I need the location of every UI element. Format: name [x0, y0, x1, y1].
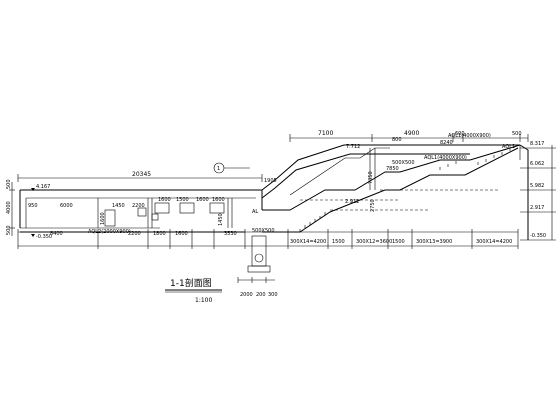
bottom-dimension-line: 8400 2200 1800 1600 3530 300X14=4200 150… [17, 229, 519, 249]
left-dim-500b: 500 [6, 225, 12, 235]
inner-dim-1450b: 1450 [218, 213, 224, 226]
bot-dim-300x12: 300X12=3600 [356, 239, 392, 245]
bot-dim-8400: 8400 [50, 231, 63, 237]
label-200: 200 [256, 292, 266, 298]
label-2750: 2750 [370, 199, 376, 212]
inner-dim-1600b: 1600 [196, 197, 209, 203]
label-7850: 7850 [386, 166, 399, 172]
stair-structure [237, 144, 529, 283]
elev-2912: 2.912 [345, 199, 359, 205]
left-elevations: 4.167 -0.350 [31, 184, 52, 240]
label-2000: 2000 [240, 292, 253, 298]
left-dim-4000: 4000 [6, 201, 12, 214]
label-beam1: 500X500 [392, 160, 415, 166]
bot-dim-300x14a: 300X14=4200 [290, 239, 326, 245]
drawing-title: 1-1剖面图 1:100 [165, 277, 222, 304]
bot-dim-1800: 1800 [153, 231, 166, 237]
inner-dim-1500: 1500 [176, 197, 189, 203]
title-text: 1-1剖面图 [170, 277, 212, 289]
left-span-dimension: 20345 [17, 171, 263, 182]
bot-dim-3530: 3530 [224, 231, 237, 237]
label-al: AL [252, 209, 258, 215]
top-dim-500: 500 [512, 131, 522, 137]
stair-labels: AQL1 AQL1(4000X900) AQL1(4000X900) 7.712… [240, 133, 515, 298]
elev-8317: 8.317 [530, 141, 544, 147]
bot-dim-300x14b: 300X14=4200 [476, 239, 512, 245]
elev-right-low: -0.350 [530, 233, 546, 239]
section-marker: 1 [213, 162, 250, 174]
left-vertical-dimensions: 500 4000 500 [6, 179, 15, 236]
top-dim-7100: 7100 [318, 130, 333, 137]
label-aql1-right: AQL1 [502, 144, 515, 150]
bot-dim-300x13: 300X13=3900 [416, 239, 452, 245]
elev-5982: 5.982 [530, 183, 544, 189]
label-800: 800 [392, 137, 402, 143]
building-section: 6000 1450 2200 1600 1500 1600 1600 950 1… [19, 189, 263, 235]
elev-4167: 4.167 [36, 184, 50, 190]
elev-7712: 7.712 [346, 144, 360, 150]
inner-dim-1600d: 1600 [100, 212, 106, 225]
section-mark-1: 1 [217, 166, 220, 172]
scale-text: 1:100 [195, 297, 212, 304]
inner-dim-950: 950 [28, 203, 38, 209]
inner-dim-1600c: 1600 [212, 197, 225, 203]
label-aql1-top: AQL1(4000X900) [448, 133, 491, 139]
bot-dim-1500b: 1500 [392, 239, 405, 245]
right-elevations: 8.317 6.062 5.982 2.917 -0.350 [520, 141, 556, 241]
top-dimension-line: 7100 4900 600 500 [289, 130, 529, 142]
bot-dim-1500a: 1500 [332, 239, 345, 245]
left-dim-500a: 500 [6, 179, 12, 189]
top-dim-4900: 4900 [404, 130, 419, 137]
label-door-1905: 1905 [264, 178, 277, 184]
inner-dim-6000: 6000 [60, 203, 73, 209]
label-beam2: 500X500 [252, 228, 275, 234]
inner-dim-1450: 1450 [112, 203, 125, 209]
inner-dim-2200: 2200 [132, 203, 145, 209]
elev-left-bot: -0.350 [36, 234, 52, 240]
top-dim-600: 600 [455, 131, 465, 137]
bot-dim-2200: 2200 [128, 231, 141, 237]
inner-dim-1600a: 1600 [158, 197, 171, 203]
label-300: 300 [268, 292, 278, 298]
elev-6062: 6.062 [530, 161, 544, 167]
elev-2917: 2.917 [530, 205, 544, 211]
label-aql1-mid: AQL1(4000X900) [424, 155, 467, 161]
label-8240: 8240 [440, 140, 453, 146]
bot-dim-1600: 1600 [175, 231, 188, 237]
label-7350: 7350 [368, 171, 374, 184]
span-20345: 20345 [132, 171, 151, 178]
